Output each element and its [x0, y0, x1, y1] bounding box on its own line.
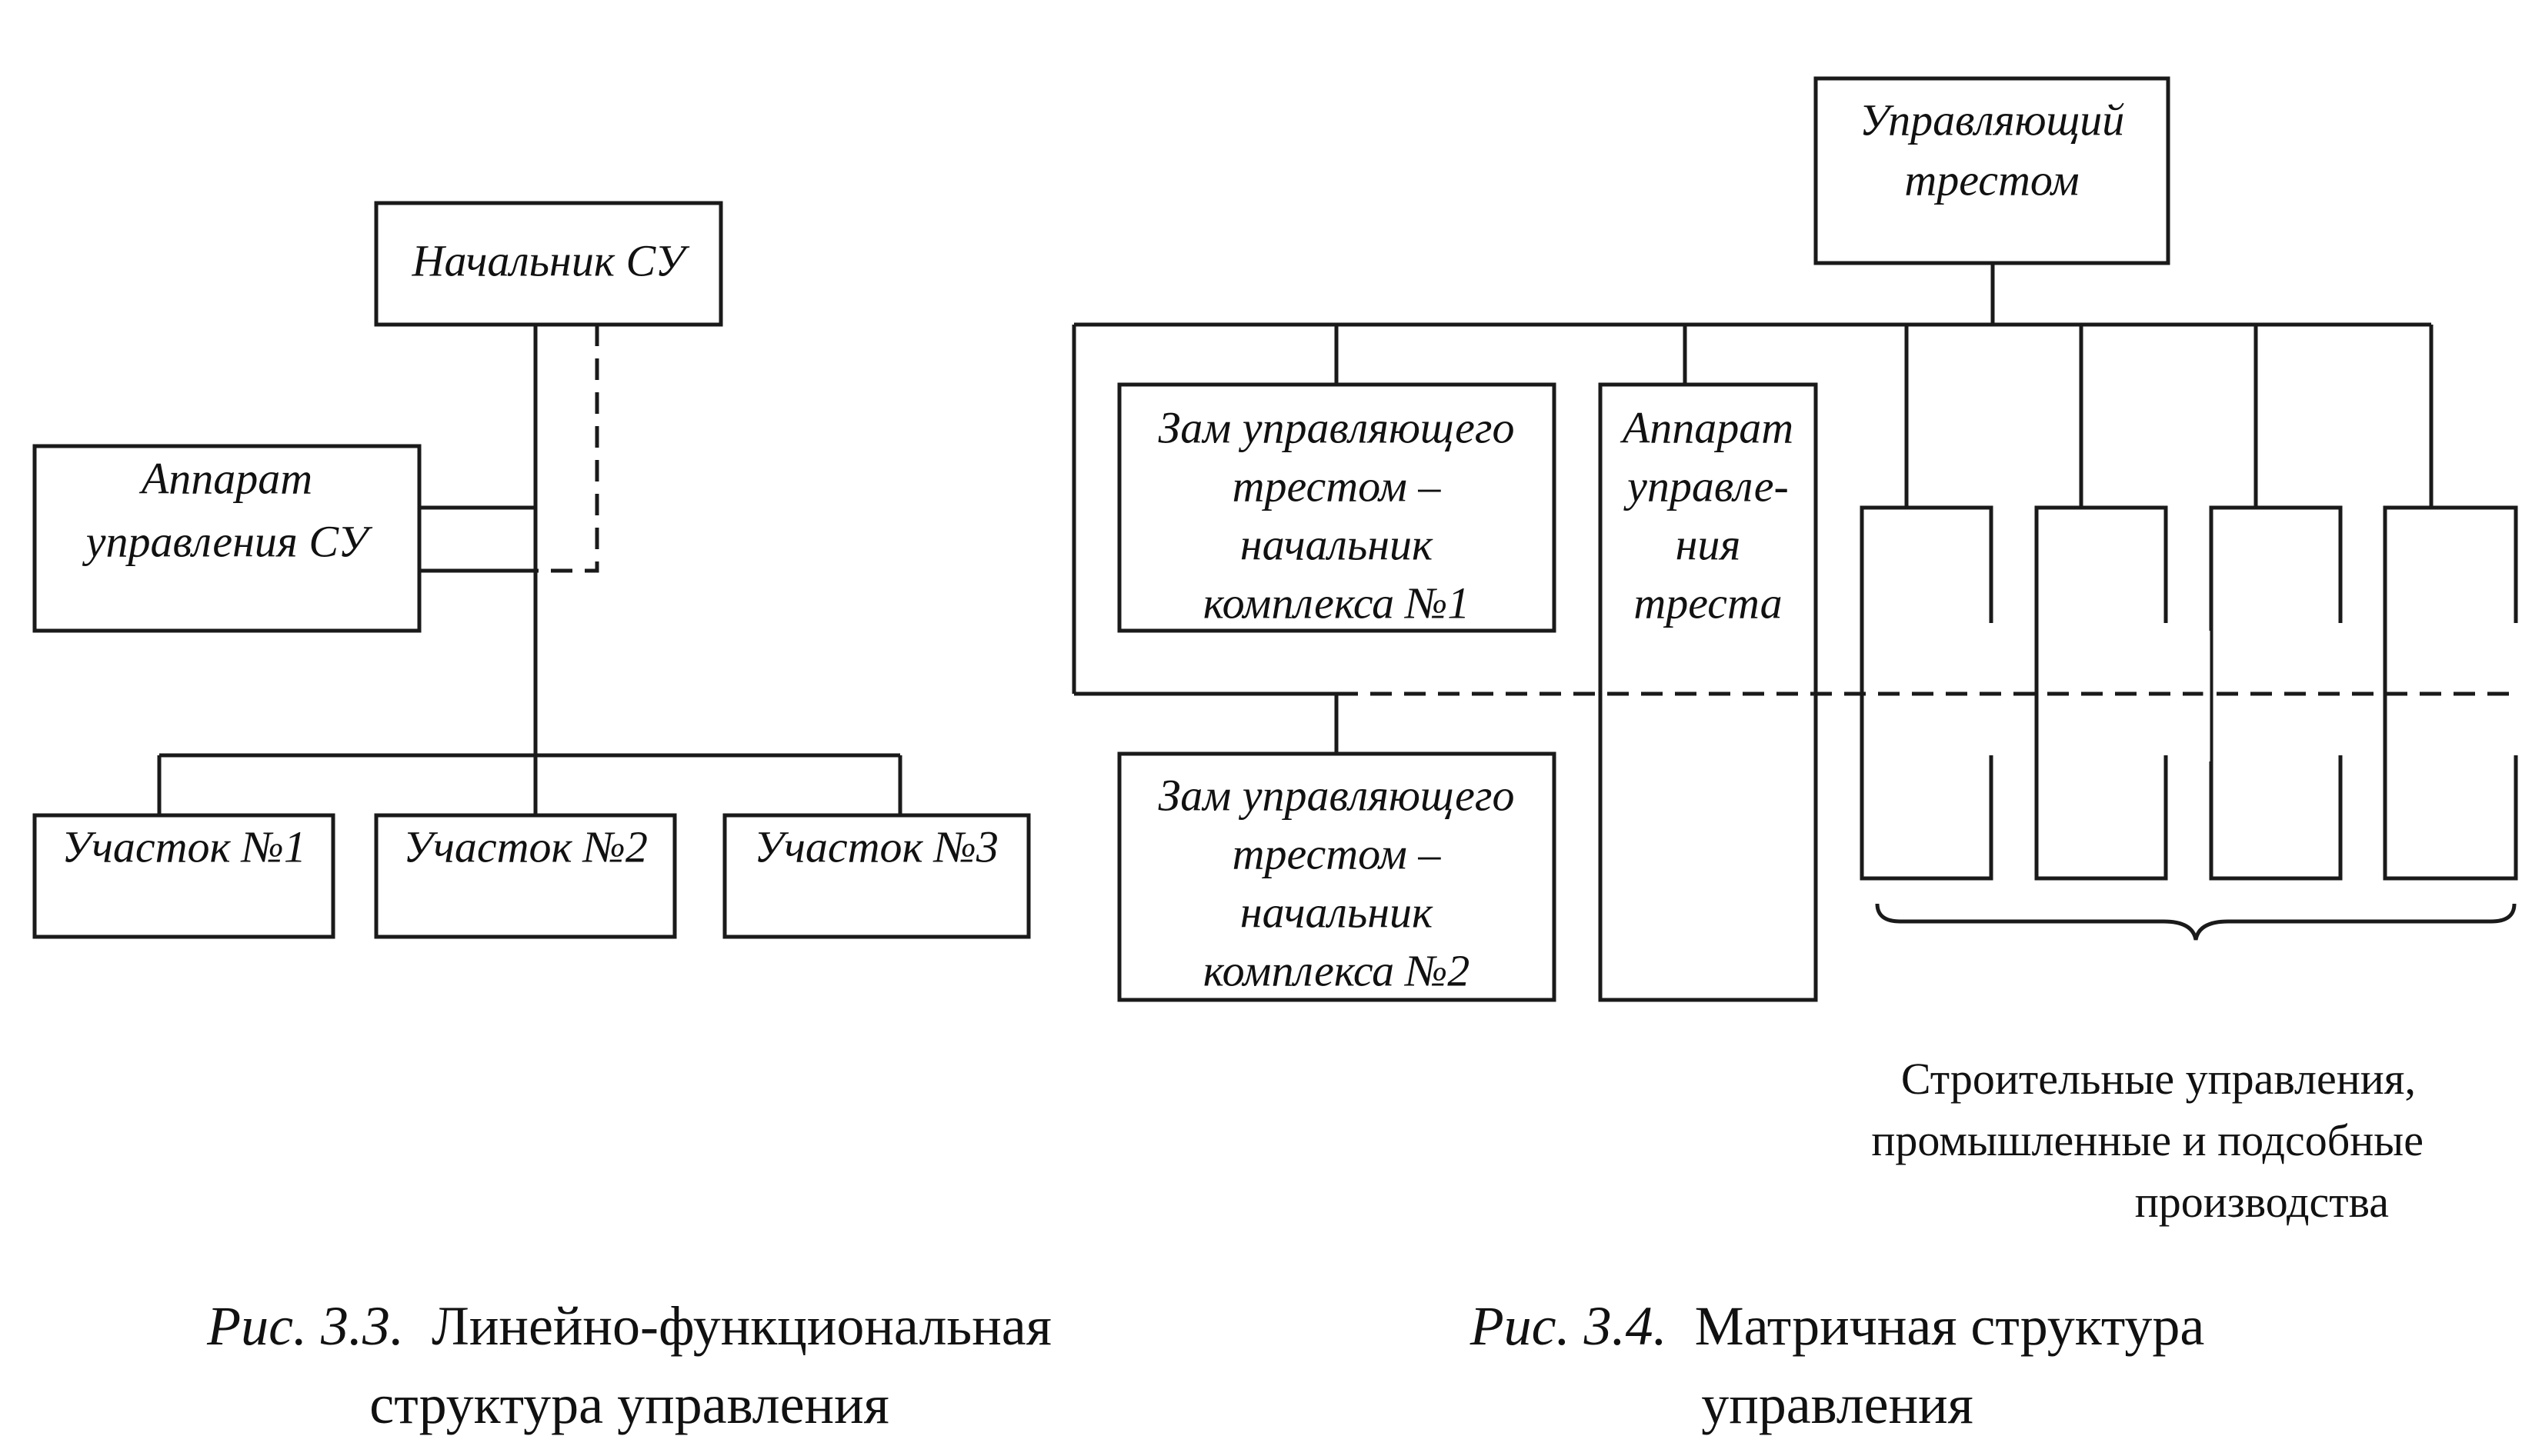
fig-3-4-caption-title: Матричная структура: [1695, 1295, 2205, 1357]
units-label-line2: промышленные и подсобные: [1871, 1115, 2424, 1165]
deputy-1-line2: трестом –: [1233, 461, 1442, 511]
units-label-line3: производства: [2135, 1177, 2389, 1227]
apparatus-su-box: Аппарат управления СУ: [32, 444, 422, 633]
apparatus-trust-line1: Аппарат: [1620, 402, 1793, 452]
manager-line1: Управляющий: [1860, 95, 2125, 145]
site-1-label: Участок №1: [62, 821, 306, 871]
unit-column-2: [2034, 505, 2168, 881]
deputy-1-line1: Зам управляющего: [1159, 402, 1515, 452]
manager-line2: трестом: [1904, 155, 2079, 205]
apparatus-trust-line4: треста: [1633, 578, 1782, 628]
apparatus-su-line1: Аппарат: [138, 453, 312, 503]
units-brace: [1875, 903, 2517, 941]
deputy-2-line4: комплекса №2: [1203, 945, 1470, 995]
deputy-2-line3: начальник: [1240, 887, 1433, 937]
fig-3-3-caption-title: Линейно-функциональная: [432, 1295, 1052, 1357]
fig-3-3-caption-line2: структура управления: [369, 1374, 889, 1435]
deputy-2-line2: трестом –: [1233, 828, 1442, 878]
deputy-2-box: Зам управляющего трестом – начальник ком…: [1117, 751, 1556, 1002]
deputy-1-line3: начальник: [1240, 519, 1433, 569]
deputy-1-line4: комплекса №1: [1203, 578, 1470, 628]
site-2-label: Участок №2: [403, 821, 648, 871]
unit-column-3: [2209, 505, 2343, 881]
units-label-line1: Строительные управления,: [1901, 1054, 2416, 1104]
site-3-box: Участок №3: [722, 813, 1031, 939]
head-su-label: Начальник СУ: [412, 235, 691, 285]
deputy-1-box: Зам управляющего трестом – начальник ком…: [1117, 382, 1556, 633]
fig-3-4-matrix: Управляющий трестом Зам управляющего тре…: [1072, 76, 2518, 1435]
head-su-box: Начальник СУ: [374, 201, 723, 327]
apparatus-trust-box: Аппарат управле- ния треста: [1598, 382, 1818, 1002]
apparatus-trust-line3: ния: [1676, 519, 1741, 569]
apparatus-trust-line2: управле-: [1623, 461, 1789, 511]
fig-3-4-caption-number: Рис. 3.4.: [1469, 1295, 1667, 1357]
manager-box: Управляющий трестом: [1813, 76, 2170, 265]
fig-3-4-caption-line2: управления: [1701, 1374, 1973, 1435]
site-2-box: Участок №2: [374, 813, 677, 939]
deputy-2-line1: Зам управляющего: [1159, 770, 1515, 820]
apparatus-su-line2: управления СУ: [82, 516, 374, 566]
fig-3-3-caption-number: Рис. 3.3.: [206, 1295, 404, 1357]
site-1-box: Участок №1: [32, 813, 335, 939]
dashed-staff-link: [419, 325, 599, 573]
site-3-label: Участок №3: [754, 821, 999, 871]
unit-column-4: [2383, 505, 2518, 881]
fig-3-4-caption-line1: Рис. 3.4. Матричная структура: [1469, 1295, 2205, 1357]
fig-3-3-caption-line1: Рис. 3.3. Линейно-функциональная: [206, 1295, 1052, 1357]
fig-3-3-linear-functional: Начальник СУ Аппарат управления СУ Участ…: [32, 201, 1052, 1435]
